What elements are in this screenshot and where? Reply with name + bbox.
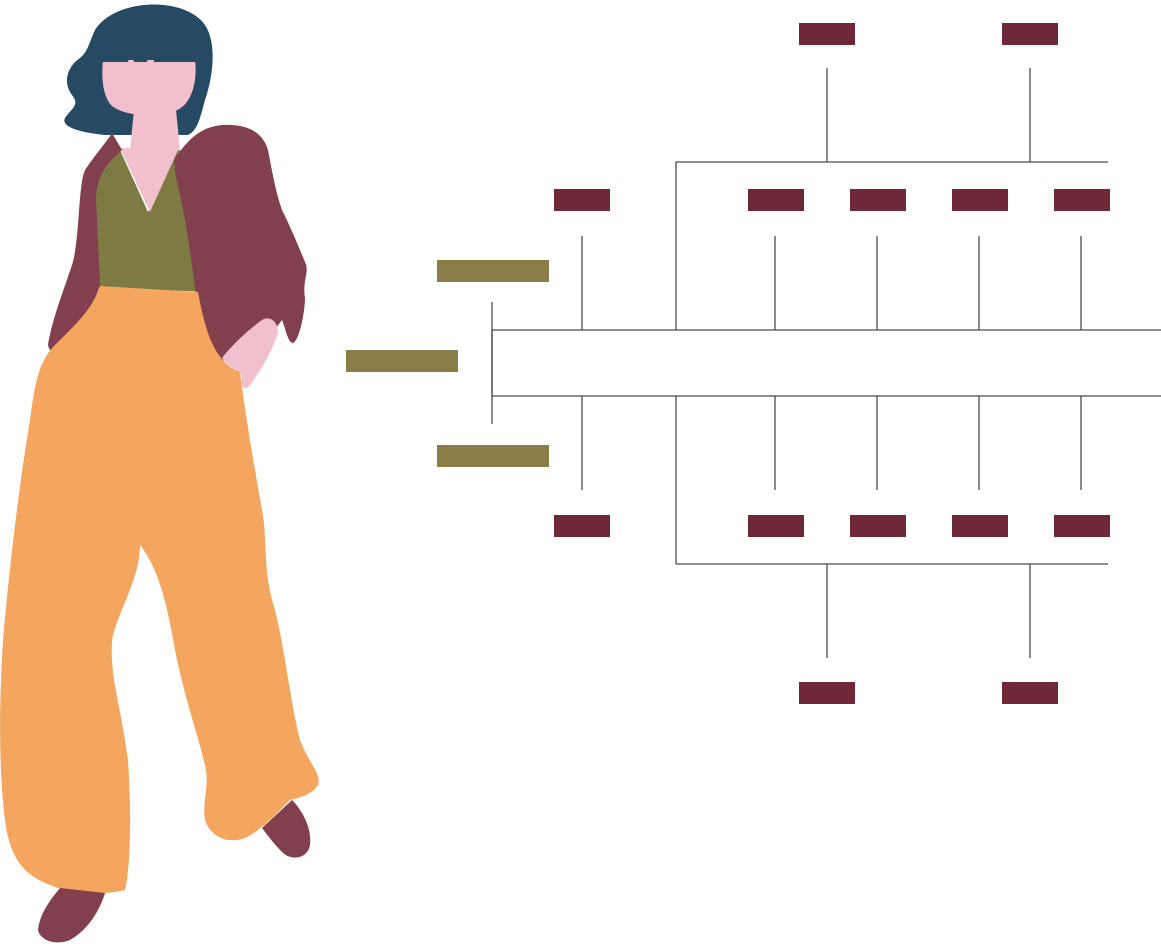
upper-label-box-5 [1054, 189, 1110, 211]
upper-label-box-2 [748, 189, 804, 211]
bottom-label-box-2 [1002, 682, 1058, 704]
lower-label-box-5 [1054, 515, 1110, 537]
chest-shape [120, 148, 178, 212]
label-boxes [346, 23, 1110, 704]
bottom-label-box-1 [799, 682, 855, 704]
face-shape [102, 60, 196, 115]
head-label-box [346, 350, 458, 372]
top-label-box-1 [799, 23, 855, 45]
pants-shape [0, 286, 319, 894]
person-icon [0, 4, 319, 943]
upper-label-box-4 [952, 189, 1008, 211]
lower-label-box-3 [850, 515, 906, 537]
left-shoe-shape [38, 888, 105, 943]
left-upper-label-box [437, 260, 549, 282]
lower-label-box-1 [554, 515, 610, 537]
jacket-right-shape [174, 124, 307, 362]
spine-band [491, 329, 1161, 397]
fringe-shape [100, 36, 196, 62]
left-lower-label-box [437, 445, 549, 467]
right-shoe-shape [262, 800, 311, 858]
hand-shape [222, 318, 278, 389]
top-label-box-2 [1002, 23, 1058, 45]
lower-label-box-4 [952, 515, 1008, 537]
upper-label-box-3 [850, 189, 906, 211]
upper-label-box-1 [554, 189, 610, 211]
jacket-left-shape [48, 133, 122, 356]
diagram-lines [491, 68, 1161, 658]
lower-label-box-2 [748, 515, 804, 537]
